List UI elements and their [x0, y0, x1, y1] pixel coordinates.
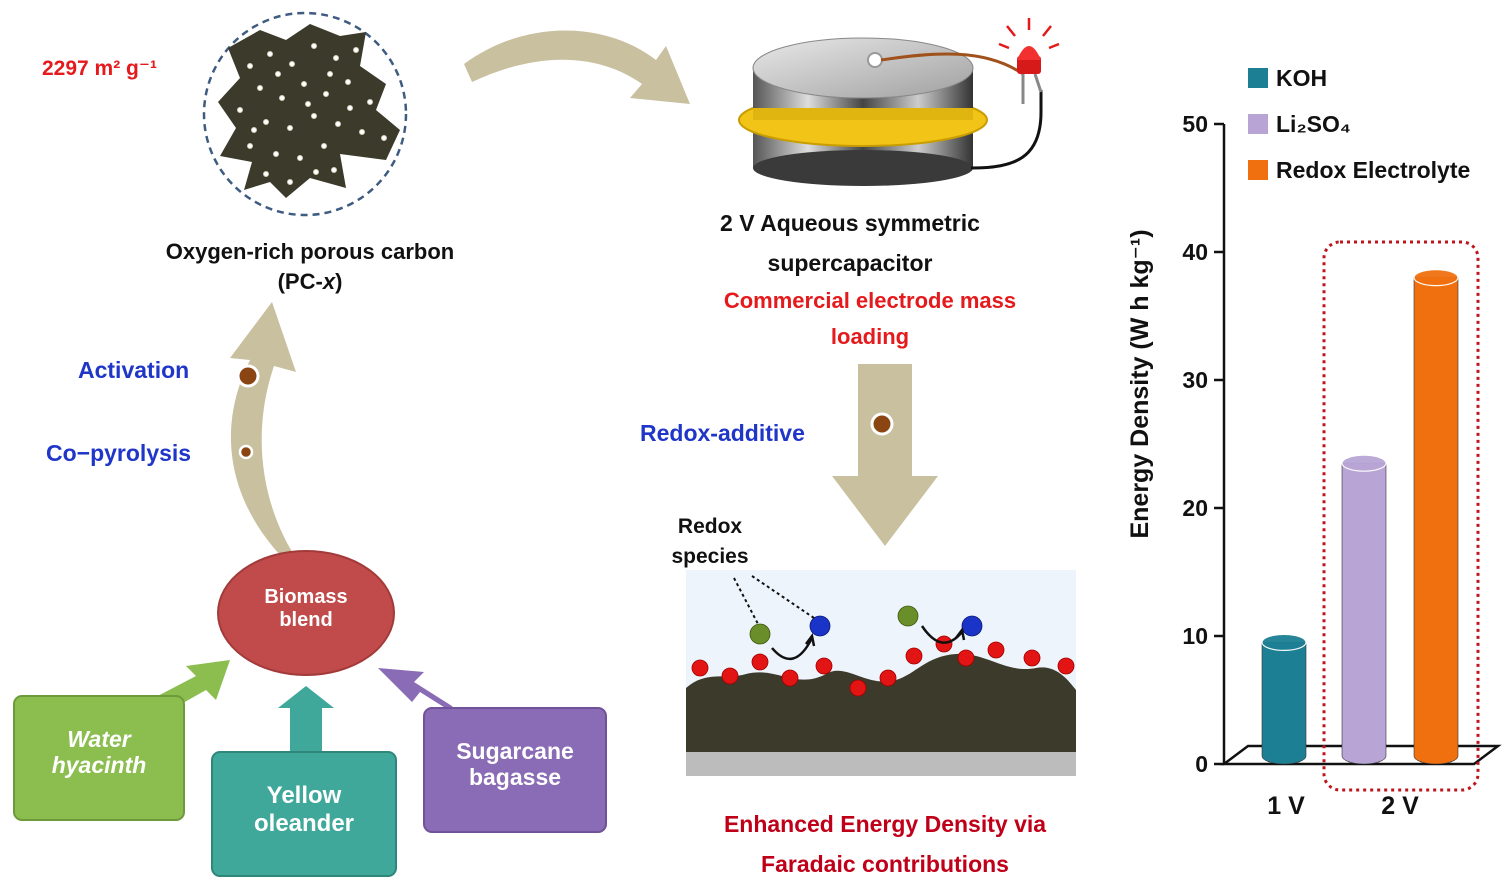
legend-label-2: Li₂SO₄ — [1276, 111, 1351, 137]
biomass-diagram — [13, 550, 607, 877]
y-tick-label: 40 — [1182, 239, 1208, 265]
device-title: 2 V Aqueous symmetric supercapacitor — [720, 210, 980, 276]
chart-floor — [1220, 744, 1502, 766]
bar-2 — [1341, 462, 1387, 765]
carbon-title-line1: Oxygen-rich porous carbon — [165, 239, 455, 264]
legend-swatch-3 — [1248, 160, 1268, 180]
bar-top-3 — [1413, 269, 1459, 287]
top-curved-arrow — [464, 30, 690, 104]
bar-3 — [1413, 277, 1459, 765]
source-sugarcane-bagasse: Sugarcane bagasse — [456, 738, 574, 790]
redox-additive-label: Redox-additive — [640, 420, 805, 446]
biomass-blend-label: Biomass blend — [264, 586, 348, 631]
x-tick-label: 2 V — [1381, 792, 1419, 820]
source-yellow-oleander: Yellow oleander — [253, 782, 355, 837]
porous-carbon-illustration — [202, 11, 408, 217]
y-tick-label: 50 — [1182, 111, 1208, 137]
y-axis-label: Energy Density (W h kg⁻¹) — [1126, 229, 1154, 538]
bar-top-1 — [1261, 633, 1307, 652]
bar-1 — [1261, 642, 1307, 765]
mass-loading-label: Commercial electrode mass loading — [723, 288, 1017, 349]
legend-swatch-1 — [1248, 68, 1268, 88]
result-label: Enhanced Energy Density via Faradaic con… — [723, 811, 1047, 877]
carbon-title: Oxygen-rich porous carbon (PC-x) — [100, 237, 520, 297]
legend-swatch-2 — [1248, 114, 1268, 134]
redox-down-arrow — [832, 364, 938, 546]
y-tick-label: 20 — [1182, 495, 1208, 521]
activation-label: Activation — [78, 357, 190, 383]
y-tick-label: 30 — [1182, 367, 1208, 393]
x-tick-label: 1 V — [1267, 792, 1305, 820]
legend-label-1: KOH — [1276, 65, 1327, 91]
legend-label-3: Redox Electrolyte — [1276, 157, 1470, 183]
y-tick-label: 0 — [1195, 751, 1208, 777]
surface-area-label: 2297 m² g⁻¹ — [42, 57, 157, 80]
redox-species-label: Redox species — [671, 515, 749, 568]
electrode-surface-illustration — [686, 570, 1076, 776]
supercapacitor-device — [738, 18, 1060, 186]
bar-top-2 — [1341, 454, 1387, 472]
y-tick-label: 10 — [1182, 623, 1208, 649]
carbon-title-line2: (PC-x) — [277, 269, 343, 294]
highlight-2v-box — [1322, 240, 1480, 792]
copyrolysis-label: Co−pyrolysis — [46, 440, 192, 466]
source-water-hyacinth: Water hyacinth — [51, 726, 147, 778]
activation-arrow — [230, 302, 296, 555]
